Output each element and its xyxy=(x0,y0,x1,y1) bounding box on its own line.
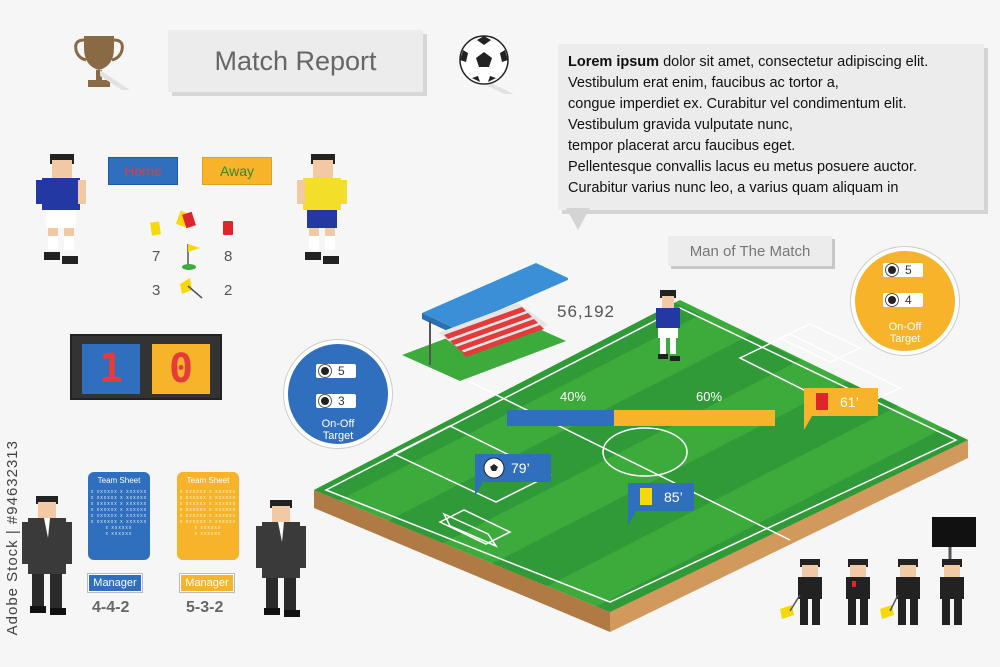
man-of-the-match-label: Man of The Match xyxy=(668,236,832,266)
possession-away-pct: 60% xyxy=(696,389,723,404)
away-score: 0 xyxy=(152,344,210,394)
intro-line: Vestibulum gravida vulputate nunc, xyxy=(568,117,793,133)
football-pitch xyxy=(314,300,968,632)
offsides-away-value: 2 xyxy=(224,282,233,299)
attendance-value: 56,192 xyxy=(557,302,615,321)
home-score: 1 xyxy=(82,344,140,394)
fourth-official-figure xyxy=(932,517,976,625)
stadium-stand xyxy=(402,263,568,381)
on-off-label: On-Off xyxy=(321,418,355,430)
intro-line: Pellentesque convallis lacus eu metus po… xyxy=(568,159,918,175)
assistant-referee-figure xyxy=(880,559,920,625)
red-card-icon xyxy=(816,393,828,410)
red-card-minute: 61’ xyxy=(840,394,859,410)
away-team-label: Away xyxy=(202,157,272,185)
yellow-card-icon xyxy=(640,488,652,505)
possession-home-bar xyxy=(507,410,614,426)
marker-tail xyxy=(804,416,812,430)
intro-bold: Lorem ipsum xyxy=(568,54,660,70)
away-manager-label: Manager xyxy=(180,574,234,592)
home-manager-label: Manager xyxy=(88,574,142,592)
possession-home-pct: 40% xyxy=(560,389,587,404)
page-title: Match Report xyxy=(168,30,423,92)
home-formation: 4-4-2 xyxy=(92,599,130,616)
corners-away-value: 8 xyxy=(224,248,233,265)
yellow-card-icon xyxy=(150,221,161,236)
red-card-event-marker: 61’ xyxy=(804,388,878,430)
man-of-match-figure xyxy=(656,290,680,361)
intro-line: Lorem ipsum dolor sit amet, consectetur … xyxy=(568,54,929,70)
referee-team-figures xyxy=(780,517,976,625)
intro-line: Curabitur varius nunc leo, a varius quam… xyxy=(568,180,899,196)
intro-line: congue imperdiet ex. Curabitur vel condi… xyxy=(568,96,907,112)
football-icon xyxy=(459,35,514,94)
target-label: Target xyxy=(322,430,354,442)
assistant-referee-figure xyxy=(780,559,822,625)
football-icon xyxy=(483,457,505,479)
offside-flag-icon xyxy=(180,278,203,299)
yellow-card-event-marker: 85’ xyxy=(628,483,694,525)
away-formation: 5-3-2 xyxy=(186,599,224,616)
marker-tail xyxy=(628,511,636,525)
offsides-home-value: 3 xyxy=(152,282,161,299)
on-off-label: On-Off xyxy=(888,321,922,333)
red-card-icon xyxy=(223,221,233,235)
home-shots-badge: 5 3 On-Off Target xyxy=(284,340,392,448)
team-sheet-title: Team Sheet xyxy=(97,476,141,485)
target-label: Target xyxy=(889,333,921,345)
shots-off-target: 4 xyxy=(883,293,923,307)
shots-off-target: 3 xyxy=(316,394,356,408)
home-manager-figure xyxy=(22,496,72,615)
possession-away-bar xyxy=(614,410,775,426)
referee-figure xyxy=(846,559,870,625)
home-player-figure xyxy=(36,154,86,264)
away-manager-figure xyxy=(256,500,306,617)
away-player-figure xyxy=(297,154,347,264)
away-shots-badge: 5 4 On-Off Target xyxy=(851,247,959,355)
intro-text-box: Lorem ipsum dolor sit amet, consectetur … xyxy=(558,44,984,210)
corner-flag-icon xyxy=(182,244,200,270)
intro-line: Vestibulum erat enim, faucibus ac tortor… xyxy=(568,75,839,91)
marker-tail xyxy=(475,482,483,496)
goal-event-marker: 79’ xyxy=(475,454,551,496)
corners-home-value: 7 xyxy=(152,248,161,265)
speech-tail xyxy=(566,208,590,230)
stock-watermark: Adobe Stock | #94632313 xyxy=(4,440,21,636)
shots-on-target: 5 xyxy=(316,364,356,378)
shots-on-target: 5 xyxy=(883,263,923,277)
goal-minute: 79’ xyxy=(511,460,530,476)
scoreboard: 1 0 xyxy=(70,334,222,400)
home-team-label: Home xyxy=(108,157,178,185)
yellow-card-minute: 85’ xyxy=(664,489,683,505)
team-sheet-title: Team Sheet xyxy=(186,476,230,485)
trophy-icon xyxy=(74,36,130,90)
intro-line: tempor placerat arcu faucibus eget. xyxy=(568,138,796,154)
